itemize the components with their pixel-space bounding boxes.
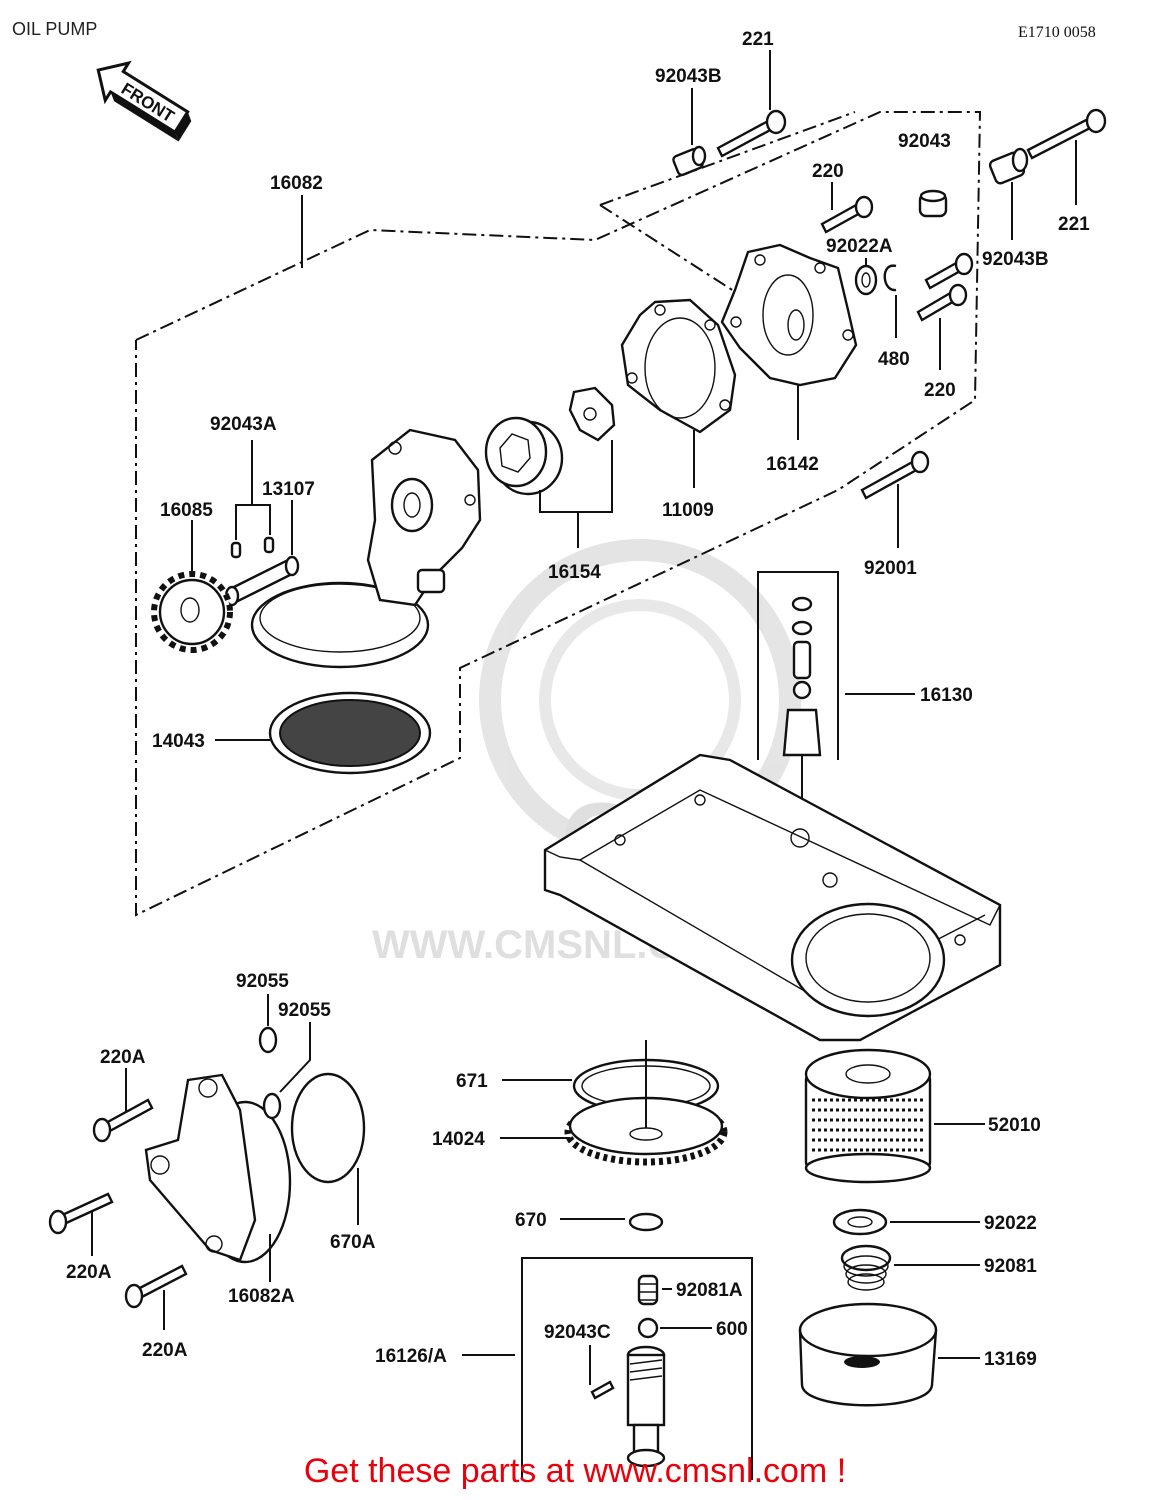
filter-cover-13169 [798,1302,938,1407]
o-ring-670A [290,1072,366,1184]
label-220A-1: 220A [100,1047,146,1068]
label-221-right: 221 [1058,214,1090,235]
label-13169: 13169 [984,1349,1037,1370]
label-92043B-right: 92043B [982,249,1049,270]
oil-screen-14043 [268,691,432,775]
label-92043C: 92043C [544,1322,611,1343]
label-16082A: 16082A [228,1286,295,1307]
label-92081A: 92081A [676,1280,743,1301]
label-92055-b: 92055 [278,1000,331,1021]
washer-92022A [854,264,878,296]
label-92022: 92022 [984,1213,1037,1234]
label-480: 480 [878,349,910,370]
shaft-13107 [224,555,300,607]
inner-rotor-16154 [568,386,616,442]
label-600: 600 [716,1319,748,1340]
oil-filter-52010 [804,1048,932,1184]
label-92001: 92001 [864,558,917,579]
label-14024: 14024 [432,1129,485,1150]
filter-housing-16082A [144,1073,292,1264]
pump-body [250,428,482,669]
label-16126A: 16126/A [375,1346,447,1367]
bypass-valve-16126A-box [521,1257,753,1480]
collar-92043B-right [988,147,1029,185]
label-16082: 16082 [270,173,323,194]
ball-600 [637,1317,659,1339]
label-11009: 11009 [662,500,714,521]
pins-92043A [230,536,275,559]
o-ring-670 [628,1212,664,1232]
outer-rotor-16154 [484,416,564,496]
front-direction-arrow-icon: FRONT [96,60,192,142]
label-52010: 52010 [988,1115,1041,1136]
label-220-right: 220 [924,380,956,401]
label-92081: 92081 [984,1256,1037,1277]
pin-92043C [590,1380,615,1400]
oil-pump-assembly-frame [135,111,982,917]
bolt-220A-3 [124,1264,188,1309]
sprocket-16085 [151,571,233,653]
collar-92043B-top [672,145,707,177]
label-16130: 16130 [920,685,973,706]
bolts-220-right [916,252,974,322]
bolt-92001 [860,450,930,500]
label-92043A: 92043A [210,414,277,435]
footer-promo-link[interactable]: Get these parts at www.cmsnl.com ! [303,1452,847,1490]
label-92043: 92043 [898,131,951,152]
label-220A-2: 220A [66,1262,112,1283]
valve-body [626,1345,666,1468]
bolt-221-right [1026,108,1107,160]
o-ring-92055-a [258,1026,278,1054]
label-670A: 670A [330,1232,376,1253]
washer-92022 [832,1208,888,1236]
label-92022A: 92022A [826,236,893,257]
label-14043: 14043 [152,731,205,752]
label-92043B-top: 92043B [655,66,722,87]
gasket-11009 [620,298,737,434]
diagram-code: E1710 0058 [1018,24,1096,41]
page-title: OIL PUMP [12,19,97,39]
label-220A-3: 220A [142,1340,188,1361]
label-671: 671 [456,1071,488,1092]
spring-92081 [840,1244,892,1291]
oil-pan [543,753,1002,1042]
spring-92081A [637,1274,659,1306]
bolt-221-top [716,109,787,158]
label-16142: 16142 [766,454,819,475]
bolt-220A-2 [48,1192,114,1235]
relief-valve-16130-box [757,571,839,825]
label-13107: 13107 [262,479,315,500]
label-92055-a: 92055 [236,971,289,992]
label-16085: 16085 [160,500,213,521]
label-16154: 16154 [548,562,601,583]
bolt-220A-1 [92,1098,154,1143]
bolt-220-top [820,195,874,234]
label-221-top: 221 [742,29,774,50]
label-670: 670 [515,1210,547,1231]
o-ring-92055-b [262,1092,282,1120]
dowel-92043 [918,189,948,218]
label-220-top: 220 [812,161,844,182]
pump-cover-16142 [720,243,858,387]
clip-480 [883,264,897,292]
